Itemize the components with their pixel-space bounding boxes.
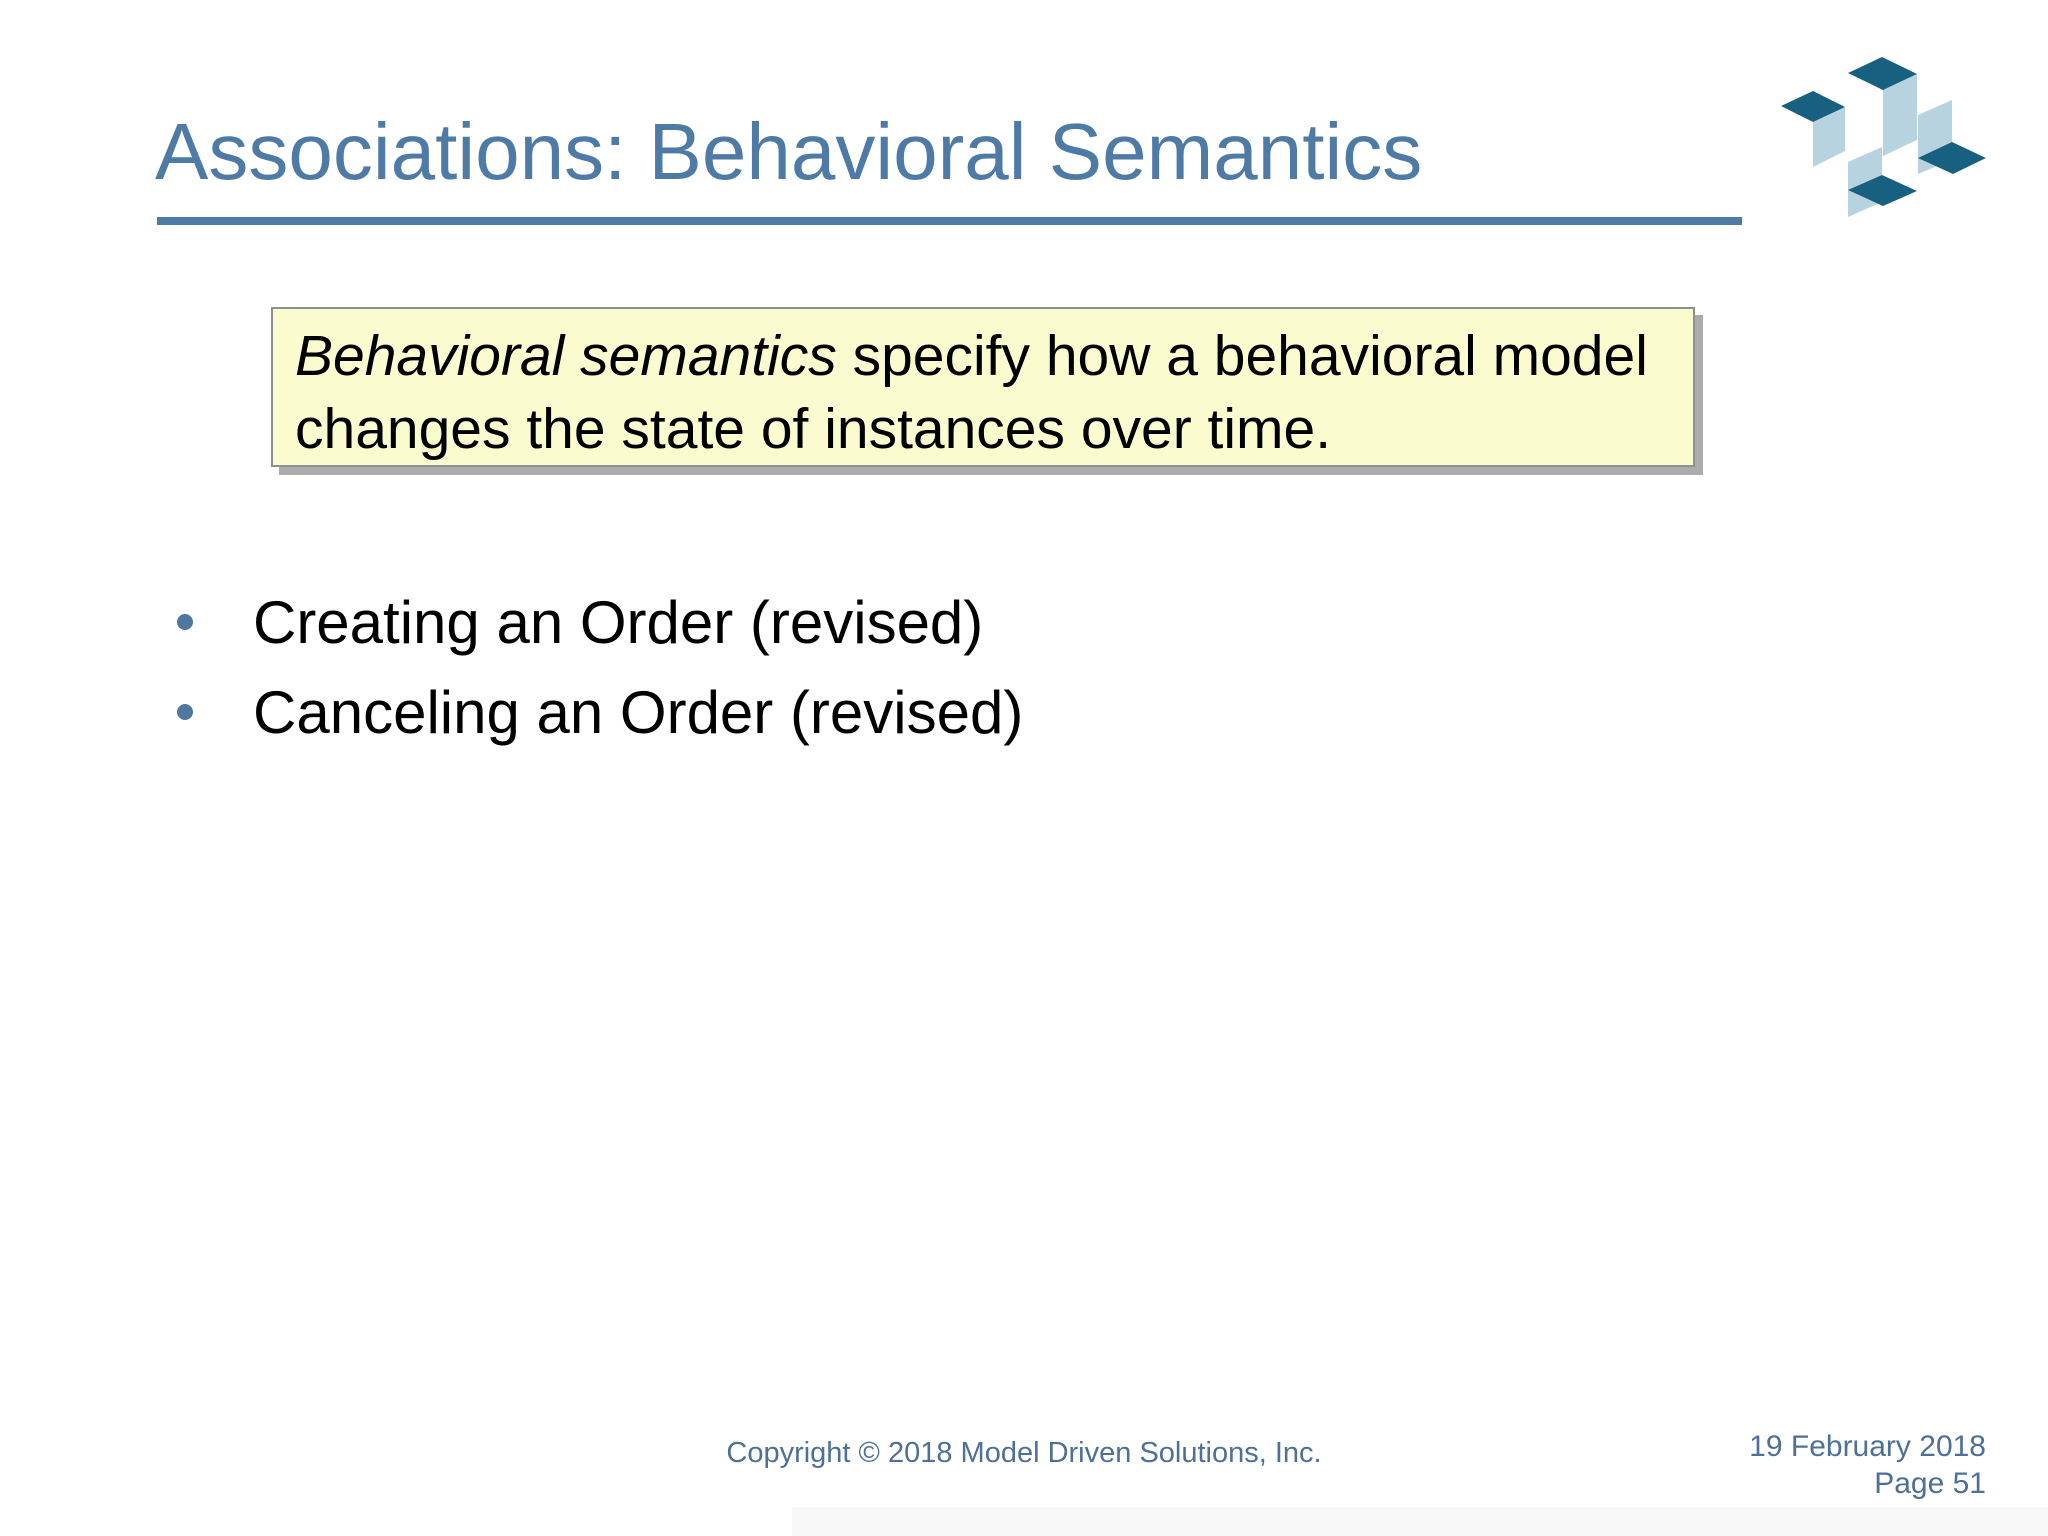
footer-copyright: Copyright © 2018 Model Driven Solutions,…	[726, 1437, 1322, 1469]
footer-date: 19 February 2018	[1749, 1430, 1986, 1463]
footer-page-number: Page 51	[1874, 1467, 1986, 1500]
bullet-label: Creating an Order (revised)	[253, 588, 984, 656]
definition-line-2: changes the state of instances over time…	[295, 397, 1332, 461]
bullet-label: Canceling an Order (revised)	[253, 678, 1024, 746]
company-logo-icon	[1781, 57, 1986, 217]
bottom-strip	[792, 1507, 2048, 1536]
page-title: Associations: Behavioral Semantics	[155, 107, 1423, 196]
logo-diamond	[1781, 91, 1845, 122]
logo-diamond	[1848, 57, 1917, 90]
definition-term: Behavioral semantics	[295, 324, 837, 388]
bullet-icon	[177, 614, 193, 630]
title-underline	[157, 217, 1742, 225]
logo-diamond	[1848, 175, 1917, 206]
footer-date-page: 19 February 2018 Page 51	[1749, 1428, 1986, 1502]
definition-line-1: Behavioral semantics specify how a behav…	[295, 320, 1673, 393]
bullet-icon	[177, 704, 193, 720]
logo-face	[1883, 74, 1917, 156]
list-item: Creating an Order (revised)	[177, 586, 983, 658]
definition-line1-rest: specify how a behavioral model	[836, 324, 1648, 388]
logo-face	[1813, 107, 1845, 167]
logo-diamond	[1918, 142, 1986, 174]
list-item: Canceling an Order (revised)	[177, 676, 1023, 748]
definition-box: Behavioral semantics specify how a behav…	[271, 307, 1695, 467]
